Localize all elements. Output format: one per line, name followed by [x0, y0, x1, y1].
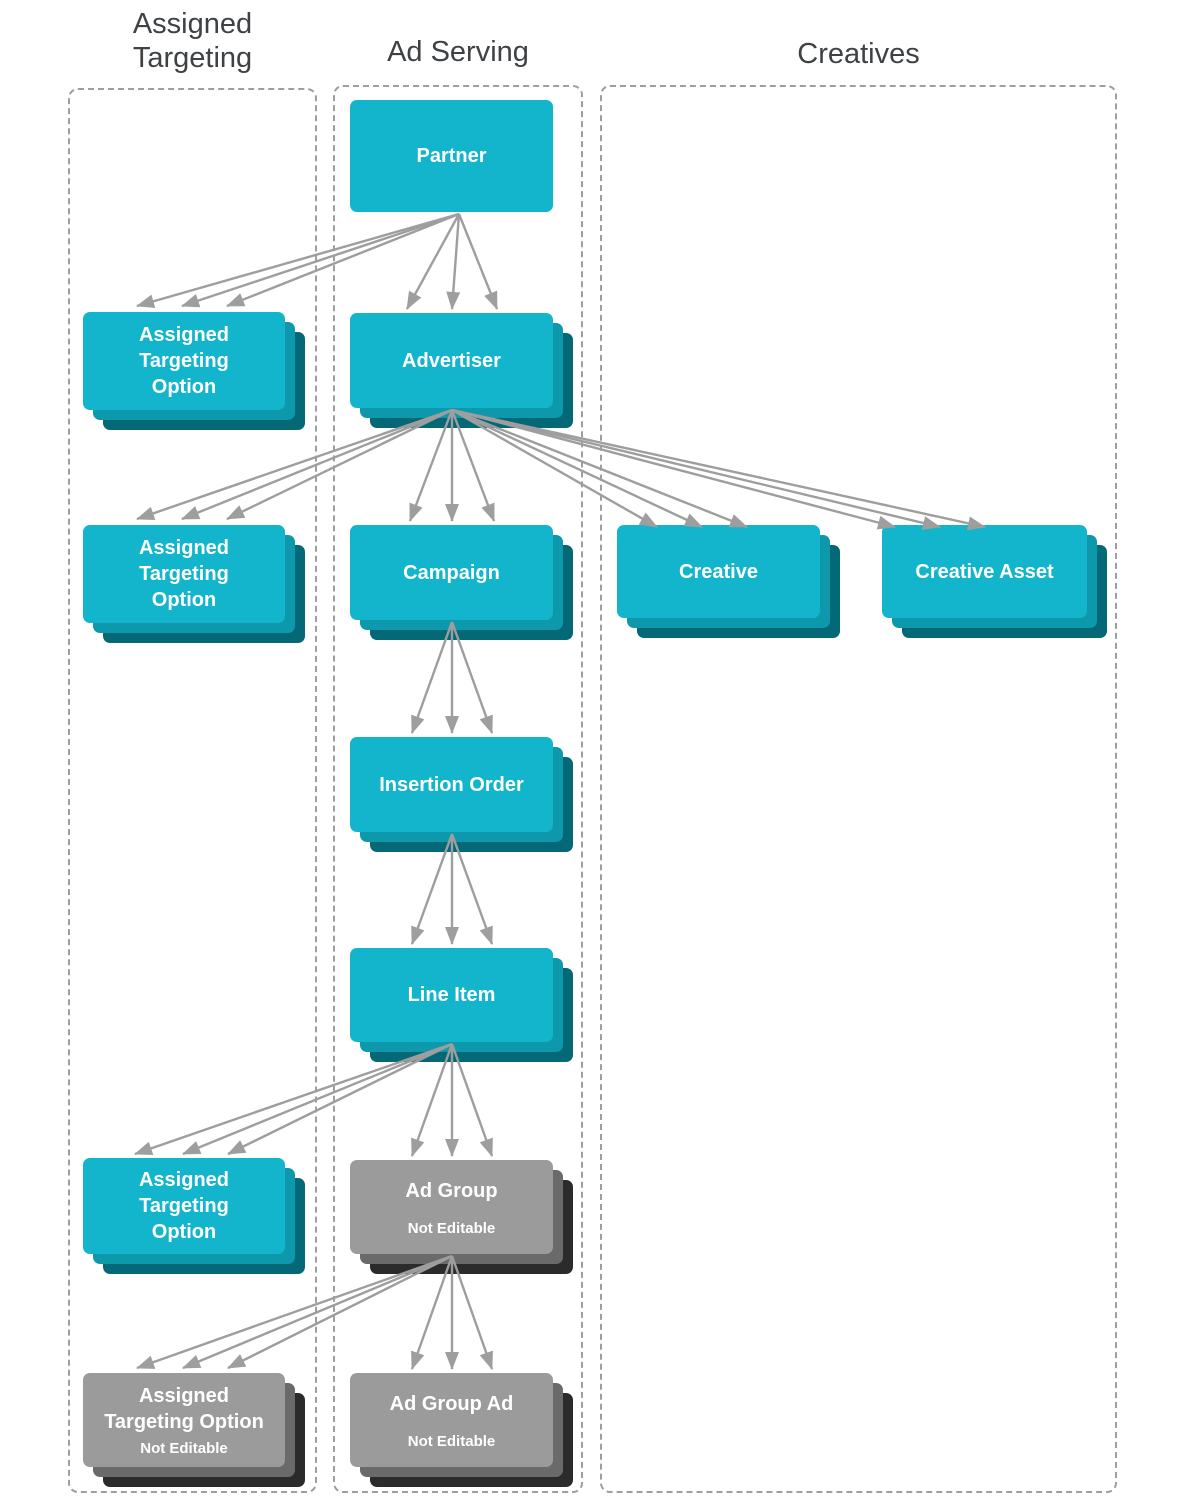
- node-label: Creative Asset: [915, 560, 1054, 583]
- node-label: Assigned Targeting Option: [138, 1169, 230, 1243]
- node-insertion-order: Insertion Order: [350, 737, 553, 832]
- node-label: Advertiser: [402, 349, 501, 372]
- node-campaign: Campaign: [350, 525, 553, 620]
- column-title-assigned-targeting: Assigned Targeting: [132, 8, 253, 74]
- node-label: Campaign: [403, 561, 500, 584]
- column-title-ad-serving: Ad Serving: [387, 36, 529, 68]
- node-label: Assigned Targeting Option: [138, 537, 230, 611]
- node-ad-group-ad: Ad Group Ad Not Editable: [350, 1373, 553, 1467]
- node-label: Insertion Order: [379, 773, 524, 796]
- node-line-item: Line Item: [350, 948, 553, 1042]
- column-assigned-targeting: [68, 88, 317, 1493]
- node-sublabel: Not Editable: [407, 1219, 496, 1237]
- node-label: Partner: [416, 145, 487, 167]
- node-label: Ad Group Ad: [389, 1392, 514, 1415]
- node-label: Assigned Targeting Option: [138, 324, 230, 398]
- column-title-creatives: Creatives: [797, 38, 920, 70]
- node-label: Line Item: [407, 984, 496, 1006]
- node-label: Ad Group: [405, 1179, 498, 1202]
- column-creatives: [600, 85, 1117, 1493]
- node-creative-asset: Creative Asset: [882, 525, 1087, 618]
- node-creative: Creative: [617, 525, 820, 618]
- node-sublabel: Not Editable: [140, 1440, 228, 1457]
- node-assigned-targeting-option-2: Assigned Targeting Option: [83, 525, 285, 623]
- node-assigned-targeting-option-3: Assigned Targeting Option: [83, 1158, 285, 1254]
- node-label: Creative: [679, 560, 758, 583]
- column-ad-serving: [333, 85, 583, 1493]
- node-sublabel: Not Editable: [407, 1432, 496, 1450]
- node-advertiser: Advertiser: [350, 313, 553, 408]
- node-label: Assigned Targeting Option: [104, 1385, 264, 1433]
- node-assigned-targeting-option-1: Assigned Targeting Option: [83, 312, 285, 410]
- node-partner: Partner: [350, 100, 553, 212]
